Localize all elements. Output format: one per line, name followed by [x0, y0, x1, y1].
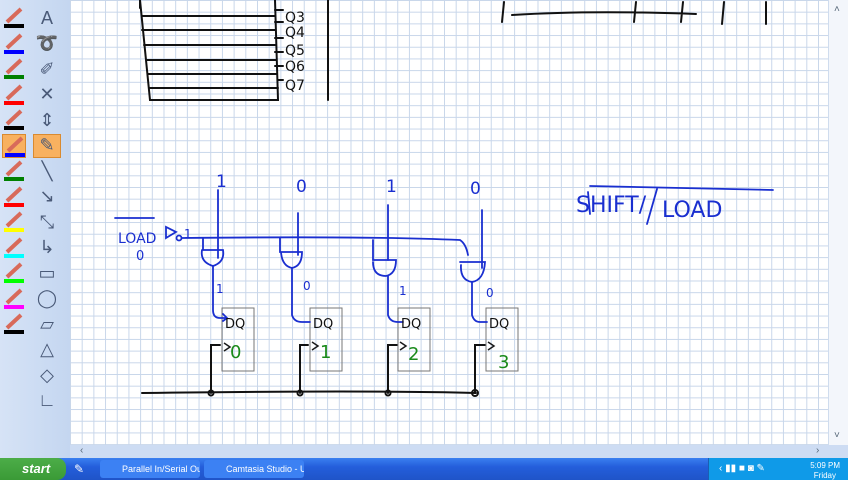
output-q5: Q5	[285, 43, 305, 59]
input-label-1: 0	[296, 177, 307, 197]
load-value: 0	[136, 249, 144, 264]
gate-out-3: 0	[486, 286, 494, 300]
shift-label: SHIFT/	[576, 193, 647, 218]
text-icon[interactable]: A	[40, 7, 53, 28]
axes-icon[interactable]: ∟	[38, 390, 56, 410]
gate-out-0: 1	[216, 282, 224, 296]
pen-icon	[4, 237, 24, 258]
taskbar: start ✎ Parallel In/Serial Ou... Camtasi…	[0, 458, 848, 480]
ink-drawing: 1 0 1 0 LOAD 0 1 1 0 1 0 SHIFT/ LOAD DQ …	[114, 0, 774, 397]
quicklaunch-icon[interactable]: ✎	[74, 462, 85, 476]
lasso-icon[interactable]: ➰	[35, 33, 59, 53]
pen-8-button[interactable]	[2, 210, 26, 234]
task-parallel-in[interactable]: Parallel In/Serial Ou...	[100, 460, 200, 478]
pen-1-button[interactable]	[2, 32, 26, 56]
pen-icon	[4, 33, 24, 54]
triangle-icon[interactable]: △	[40, 339, 54, 359]
input-label-0: 1	[216, 172, 227, 192]
tray-icons[interactable]: ‹ ▮▮ ■ ◙ ✎	[719, 463, 765, 474]
pen-4-button[interactable]	[2, 108, 26, 132]
gate-out-1: 0	[303, 279, 311, 293]
load-label: LOAD	[118, 231, 156, 247]
start-label: start	[22, 461, 51, 476]
eraser-icon[interactable]: ✐	[39, 58, 55, 79]
double-arrow-icon[interactable]: ⤡	[39, 211, 55, 232]
pen-icon	[4, 160, 24, 181]
pen-5-button[interactable]	[2, 133, 26, 158]
ff-number-0: 0	[230, 342, 241, 363]
input-label-3: 0	[470, 179, 481, 199]
start-button[interactable]: start	[0, 458, 66, 480]
diamond-icon[interactable]: ◇	[40, 364, 54, 385]
clock-time[interactable]: 5:09 PM	[810, 461, 840, 470]
pen-icon	[4, 211, 24, 232]
pen-2-button[interactable]	[2, 57, 26, 81]
output-q4: Q4	[285, 25, 305, 41]
ff-number-1: 1	[320, 342, 331, 363]
output-q3: Q3	[285, 10, 305, 26]
tool-palette: A ➰ ✐ ✕ ⇕ ✎╲ ↘ ⤡ ↳ ▭ ◯ ▱ △ ◇ ∟	[0, 0, 70, 458]
clock-day: Friday	[813, 471, 836, 480]
pen-0-button[interactable]	[2, 6, 26, 30]
scroll-left-icon[interactable]: ‹	[80, 445, 84, 456]
pen-icon[interactable]: ✎	[33, 133, 61, 158]
ff-label: DQ	[313, 317, 333, 332]
pen-3-button[interactable]	[2, 83, 26, 107]
pen-9-button[interactable]	[2, 236, 26, 260]
task-label: Parallel In/Serial Ou...	[122, 464, 200, 474]
load-label-2: LOAD	[662, 198, 722, 223]
pen-6-button[interactable]	[2, 159, 26, 183]
vertical-scrollbar[interactable]: ˄ ˅	[828, 0, 848, 445]
pen-icon	[4, 288, 24, 309]
drawing-canvas[interactable]: 1 0 1 0 LOAD 0 1 1 0 1 0 SHIFT/ LOAD DQ …	[70, 0, 828, 445]
ff-label: DQ	[225, 317, 245, 332]
insert-space-icon[interactable]: ⇕	[39, 109, 55, 130]
task-label: Camtasia Studio - U...	[226, 464, 304, 474]
arrow-icon[interactable]: ↘	[39, 186, 55, 206]
elbow-arrow-icon[interactable]: ↳	[39, 237, 55, 257]
rectangle-icon[interactable]: ▭	[38, 262, 56, 283]
input-label-2: 1	[386, 177, 397, 197]
pen-icon	[4, 84, 24, 105]
parallelogram-icon[interactable]: ▱	[40, 313, 54, 334]
ellipse-icon[interactable]: ◯	[36, 288, 58, 308]
pen-10-button[interactable]	[2, 261, 26, 285]
pen-7-button[interactable]	[2, 185, 26, 209]
inverter-out: 1	[184, 227, 192, 241]
ff-label: DQ	[489, 317, 509, 332]
gate-out-2: 1	[399, 284, 407, 298]
pen-icon	[4, 262, 24, 283]
blue-labels: 1 0 1 0 LOAD 0 1 1 0 1 0 SHIFT/ LOAD	[118, 172, 722, 300]
system-tray: ‹ ▮▮ ■ ◙ ✎ 5:09 PM Friday	[708, 458, 848, 480]
pen-icon	[4, 186, 24, 207]
horizontal-scrollbar[interactable]: ‹ ›	[70, 445, 848, 458]
scroll-down-icon[interactable]: ˅	[834, 430, 840, 441]
pen-11-button[interactable]	[2, 287, 26, 311]
pen-icon	[5, 136, 25, 157]
ff-number-2: 2	[408, 344, 419, 365]
scroll-right-icon[interactable]: ›	[816, 445, 820, 456]
scroll-up-icon[interactable]: ˄	[834, 4, 840, 15]
pen-12-button[interactable]	[2, 312, 26, 336]
ff-label: DQ	[401, 317, 421, 332]
delete-icon[interactable]: ✕	[39, 84, 55, 104]
pen-icon	[4, 313, 24, 334]
pen-icon	[4, 7, 24, 28]
output-q6: Q6	[285, 59, 305, 75]
output-q7: Q7	[285, 78, 305, 94]
pen-icon	[4, 109, 24, 130]
line-icon[interactable]: ╲	[41, 160, 53, 181]
pen-icon	[4, 58, 24, 79]
task-camtasia[interactable]: Camtasia Studio - U...	[204, 460, 304, 478]
ff-number-3: 3	[498, 352, 509, 373]
